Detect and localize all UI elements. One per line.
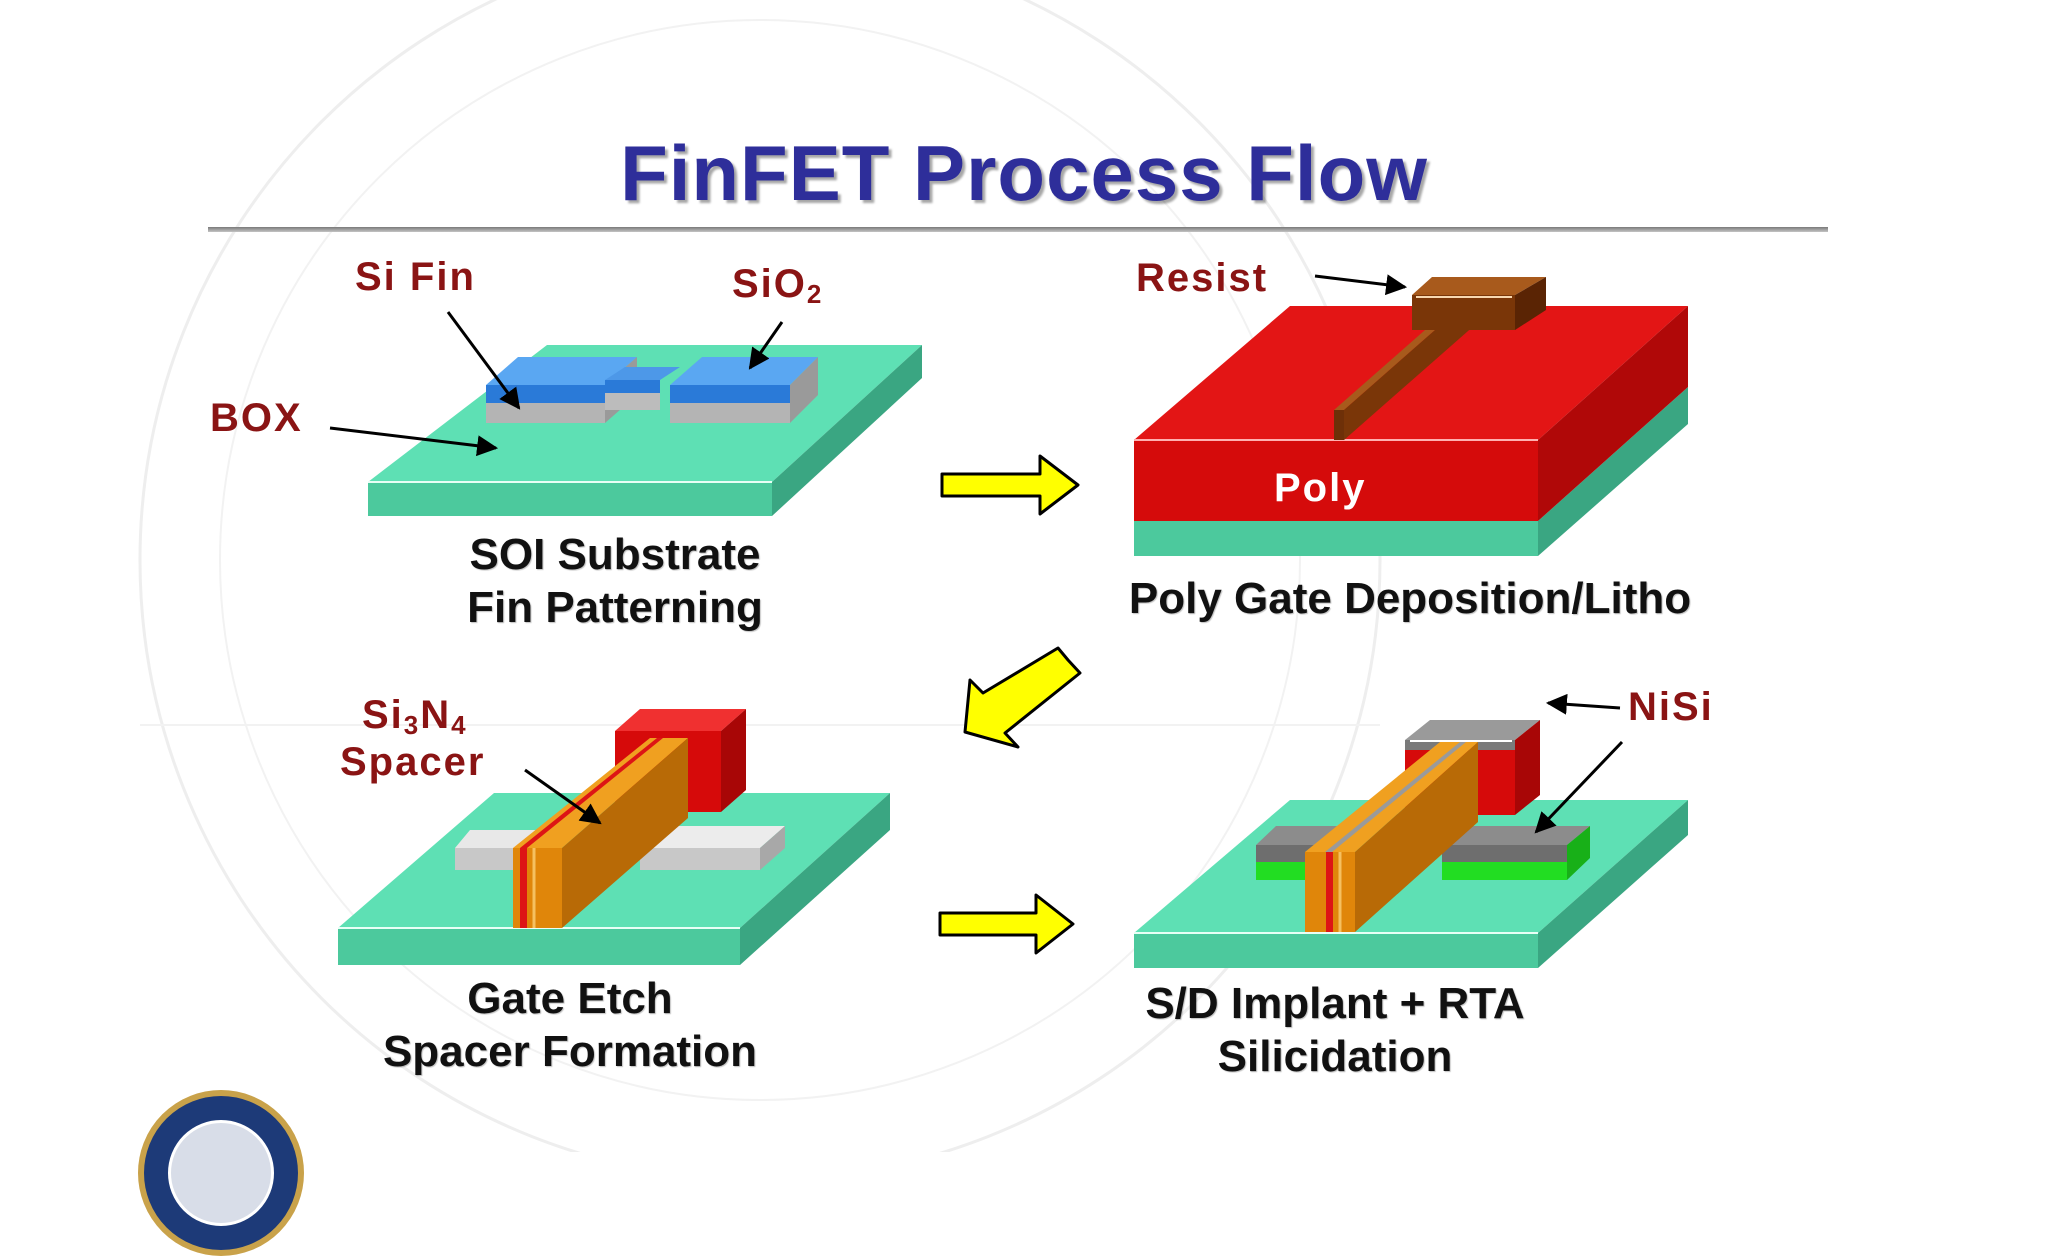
title-divider: [208, 227, 1828, 232]
flow-arrow-icon: [938, 893, 1075, 955]
nisi-sd-pointer: [1534, 740, 1624, 834]
slide-title: FinFET Process Flow: [620, 129, 1428, 217]
panel-soi-substrate: [329, 311, 922, 516]
label-nisi: NiSi: [1628, 685, 1714, 729]
spacer-pointer: [524, 768, 602, 825]
slide: FinFET Process Flow: [138, 0, 1828, 1256]
resist-pointer: [1314, 274, 1408, 296]
watermark-seal: [138, 0, 1382, 1152]
sio2-pointer: [748, 321, 784, 370]
flow-arrow-icon: [963, 646, 1082, 749]
label-resist: Resist: [1136, 256, 1269, 300]
flow-arrow-icon: [940, 454, 1080, 516]
resist-pattern: [1334, 277, 1546, 440]
label-si3n4: Si3N4: [362, 693, 468, 740]
label-spacer: Spacer: [340, 740, 486, 784]
label-poly: Poly: [1274, 466, 1367, 510]
nisi-gate-pointer: [1545, 693, 1621, 715]
box-pointer: [329, 426, 499, 457]
panel-silicidation: [1134, 693, 1688, 968]
panel-gate-etch: [338, 709, 890, 965]
caption-gate-etch: Gate Etch Spacer Formation: [382, 974, 758, 1076]
label-box: BOX: [210, 396, 303, 440]
spacer-bar-4: [1305, 742, 1478, 932]
source-drain-pads: [455, 826, 785, 870]
label-sio2: SiO2: [732, 262, 824, 309]
panel-poly-gate: [1134, 274, 1688, 556]
si-fin-pointer: [446, 311, 521, 410]
label-si-fin: Si Fin: [355, 255, 476, 299]
spacer-bar: [513, 738, 688, 928]
silicon-fin: [486, 357, 818, 423]
university-seal-icon: [138, 1090, 304, 1256]
caption-silicidation: S/D Implant + RTA Silicidation: [1145, 979, 1525, 1081]
caption-poly-gate: Poly Gate Deposition/Litho: [1128, 574, 1692, 623]
process-diagram: [329, 274, 1688, 968]
caption-soi-substrate: SOI Substrate Fin Patterning: [467, 530, 763, 632]
